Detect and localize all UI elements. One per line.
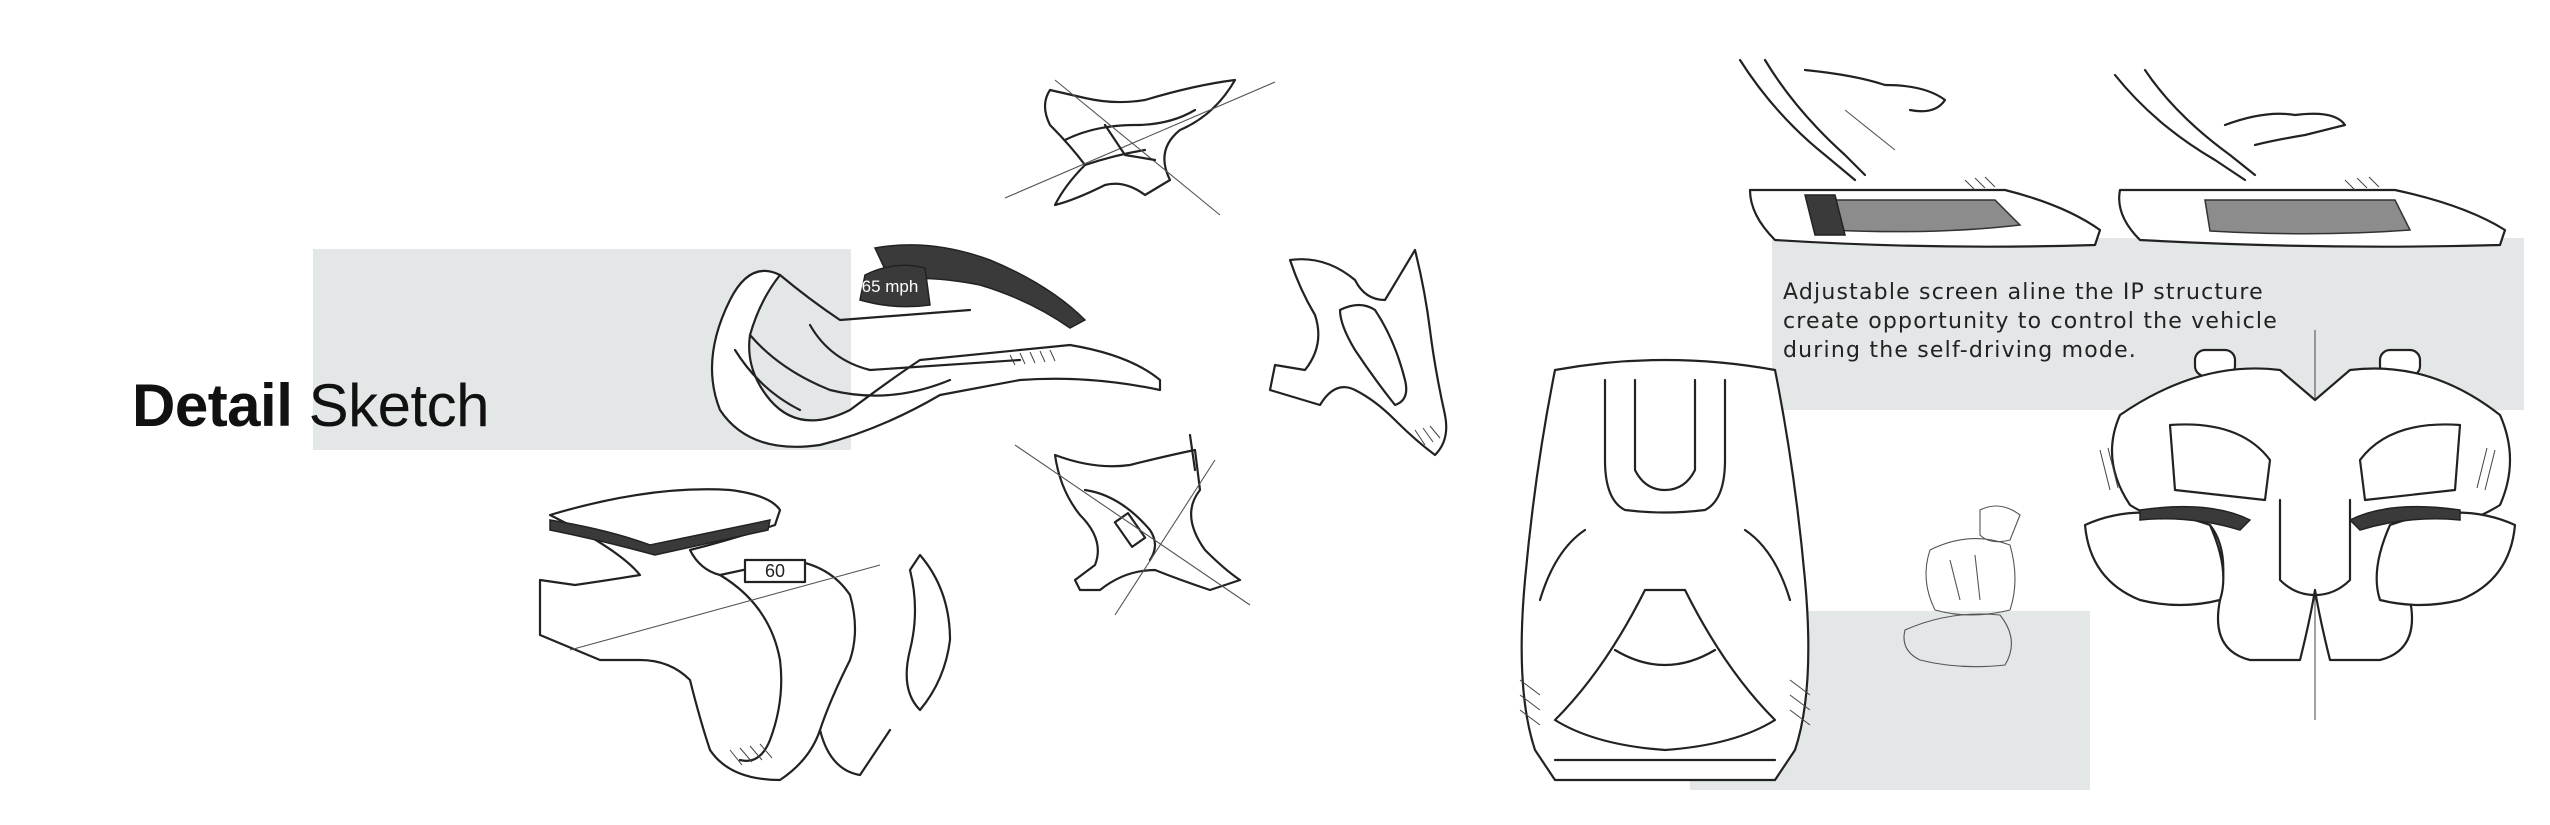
sketch-dashboard-hand-left bbox=[1738, 58, 2102, 248]
caption-line: during the self-driving mode. bbox=[1783, 338, 2137, 363]
sketch-yoke-small-top bbox=[1004, 78, 1276, 216]
title-bold: Detail bbox=[132, 372, 293, 439]
sketch-yoke-digits: 60 bbox=[538, 488, 952, 782]
page-title: Detail Sketch bbox=[132, 376, 490, 436]
sketch-yoke-axis bbox=[1014, 433, 1251, 616]
caption-line: create opportunity to control the vehicl… bbox=[1783, 309, 2278, 334]
sketch-seat-small bbox=[1903, 505, 2021, 668]
title-light: Sketch bbox=[308, 372, 490, 439]
sketch-cabin-top-view bbox=[2083, 330, 2517, 720]
sketch-dashboard-hand-right bbox=[2113, 68, 2507, 248]
sketch-cabin-front bbox=[1519, 358, 1811, 782]
digit-readout: 60 bbox=[765, 561, 785, 581]
caption-text: Adjustable screen aline the IP structure… bbox=[1783, 278, 2303, 365]
sketch-yoke-speed-display: 65 mph bbox=[710, 244, 1162, 448]
sketch-yoke-vertical bbox=[1268, 248, 1448, 457]
caption-line: Adjustable screen aline the IP structure bbox=[1783, 280, 2264, 305]
speed-readout: 65 mph bbox=[862, 277, 919, 296]
